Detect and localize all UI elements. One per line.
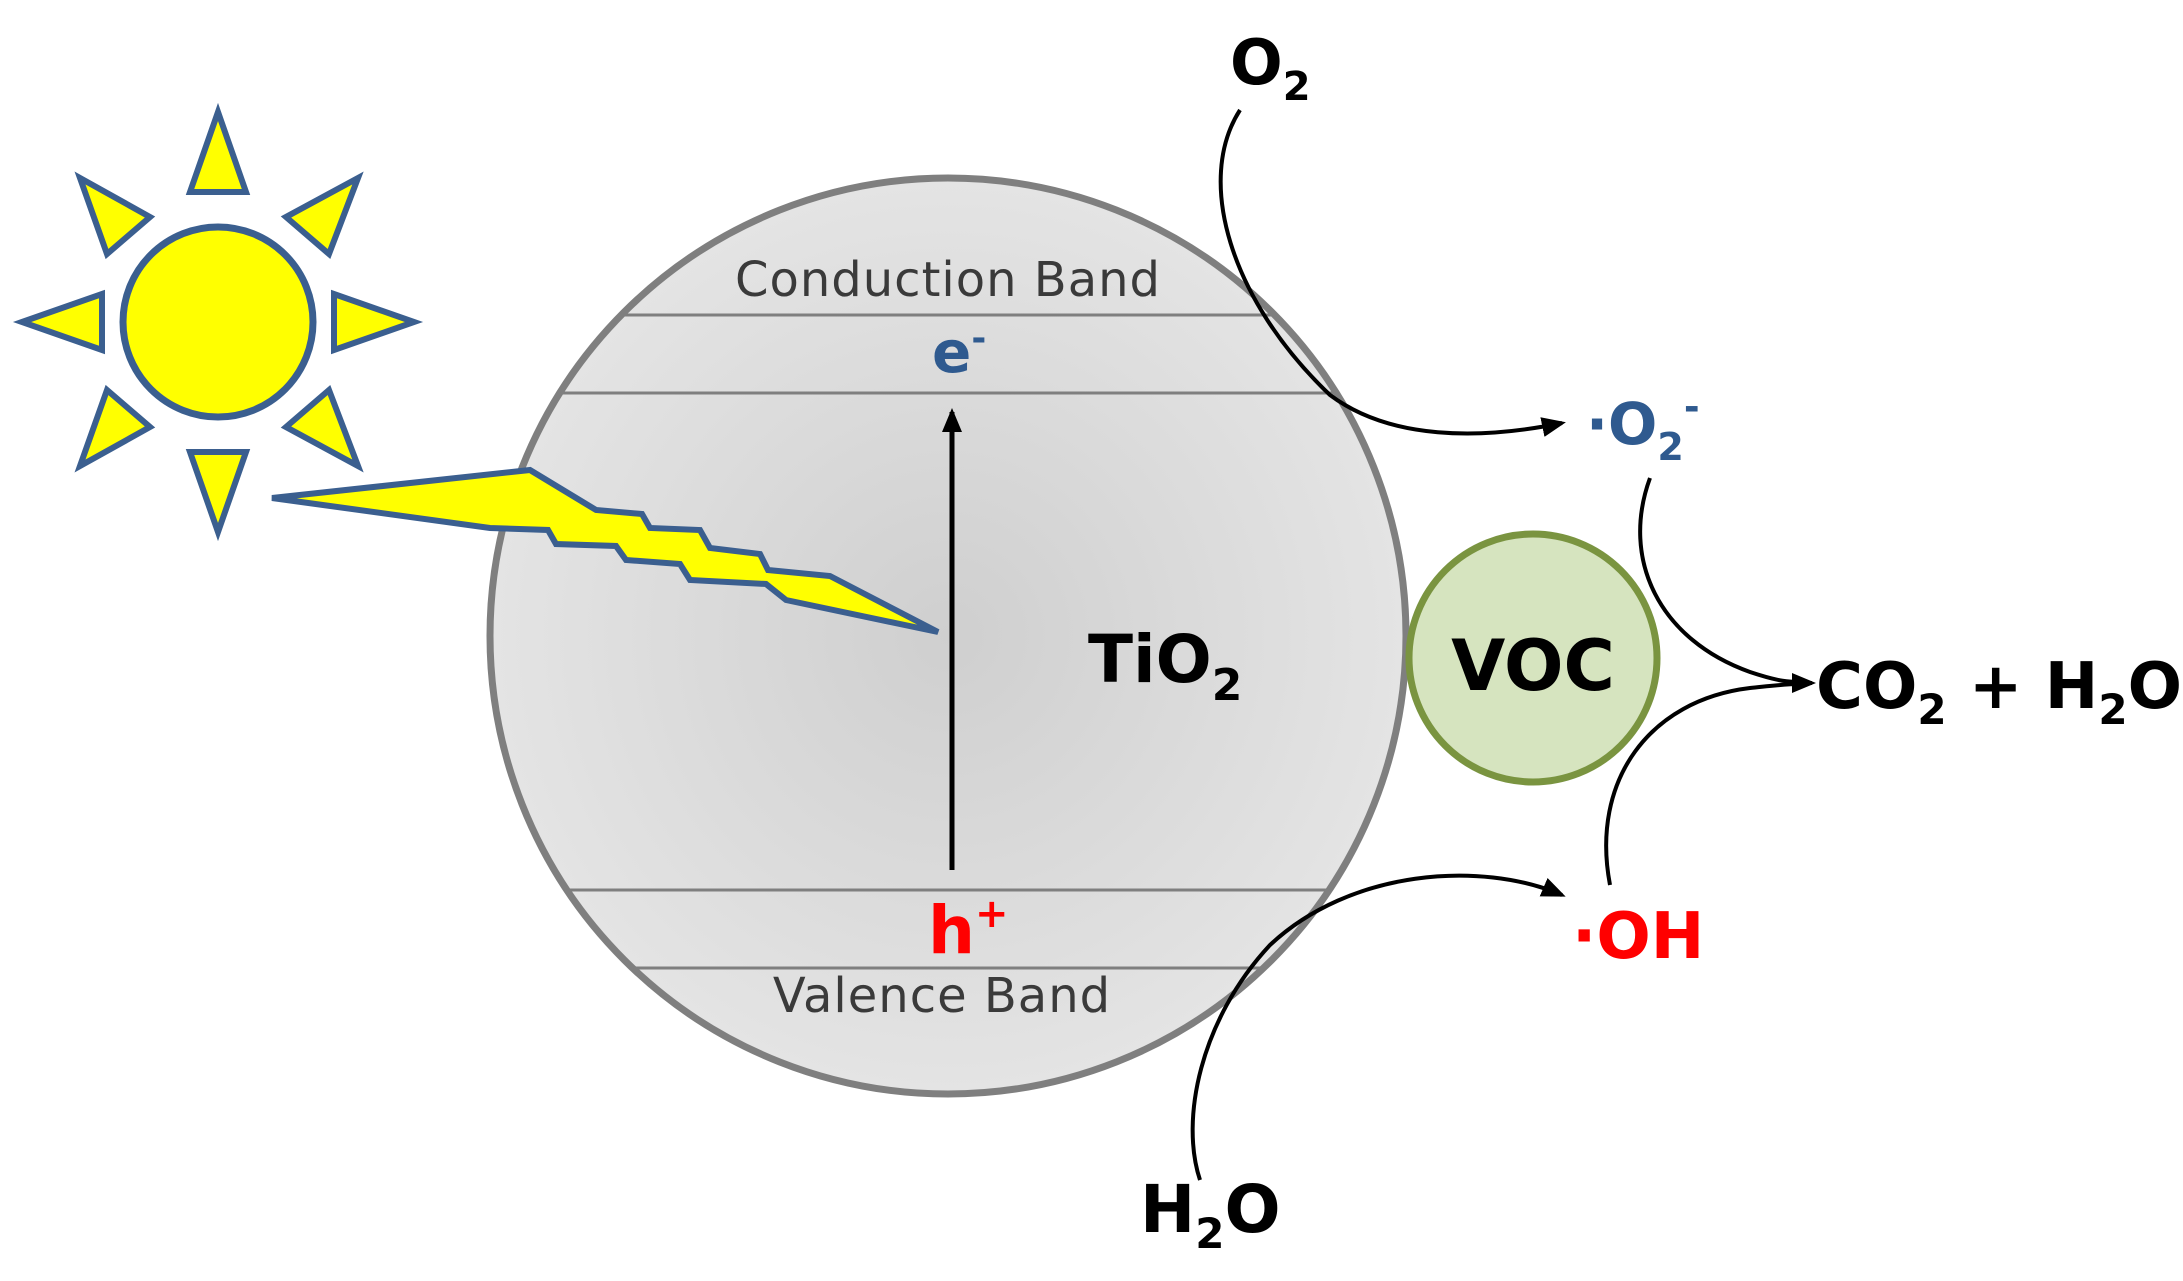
water-label: H2O [1140,1171,1281,1258]
hydroxyl-to-products-arrow [1604,682,1801,886]
products-label: CO2 + H2O [1816,650,2182,734]
sun-icon [12,102,424,542]
oxygen-to-superoxide-arrow [1218,108,1566,437]
water-to-hydroxyl-arrow [1190,873,1566,1181]
hydroxyl-radical-label: ·OH [1572,900,1704,974]
lightning-bolt-icon [271,466,940,635]
superoxide-to-products-arrow [1638,477,1801,684]
hole-label: h+ [928,891,1009,969]
tio2-particle: Conduction Band Valence Band e- h+ TiO2 [486,174,1410,1098]
conduction-band-label: Conduction Band [735,252,1161,308]
voc-molecule: VOC [1405,530,1661,786]
voc-label: VOC [1451,625,1615,707]
oxygen-label: O2 [1230,26,1311,110]
valence-band-label: Valence Band [773,968,1111,1024]
superoxide-radical-label: ·O2- [1586,385,1700,469]
electron-label: e- [932,318,986,386]
tio2-label: TiO2 [1088,621,1242,711]
